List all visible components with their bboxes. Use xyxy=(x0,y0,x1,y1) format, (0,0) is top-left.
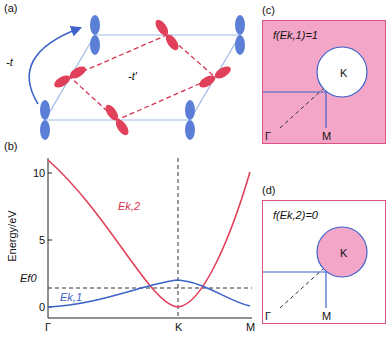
k-point-label: Γ xyxy=(45,321,51,333)
k-point-label: M xyxy=(322,130,331,142)
orbital xyxy=(103,103,131,138)
occupation-formula: f(Ek,2)=0 xyxy=(273,209,318,221)
zone-line xyxy=(262,271,326,272)
hopping-label: -t' xyxy=(128,70,137,82)
orbital-lobe xyxy=(235,15,245,35)
path-line xyxy=(280,269,323,308)
k-point-line xyxy=(178,158,179,318)
orbital-lobe xyxy=(68,64,88,81)
x-axis xyxy=(48,318,252,319)
dashed-sublattice xyxy=(70,35,215,120)
orbital-lobe xyxy=(163,32,181,52)
lattice-cell xyxy=(45,35,240,120)
orbital-lobe xyxy=(113,117,131,137)
fermi-level-label: Ef0 xyxy=(20,272,37,284)
orbital-lobe xyxy=(153,18,171,38)
orbital-lobe xyxy=(235,35,245,55)
k-point-label: Γ xyxy=(265,310,271,322)
orbital-lobe xyxy=(197,73,217,90)
orbital-lobe xyxy=(213,64,233,81)
band-curve xyxy=(48,280,250,307)
band-label: Ek,2 xyxy=(118,200,140,212)
brillouin-zone-panel: f(Ek,1)=1K xyxy=(262,20,386,144)
path-line xyxy=(280,89,323,128)
k-point-label: M xyxy=(246,321,255,333)
tick-label: 10 xyxy=(33,167,45,179)
orbital-lobe xyxy=(103,103,121,123)
k-point-label: K xyxy=(340,247,347,259)
orbital xyxy=(197,64,233,90)
panel-label: (c) xyxy=(262,4,275,16)
y-axis xyxy=(48,158,49,318)
axis-title: Energy/eV xyxy=(6,210,18,261)
k-point-label: Γ xyxy=(265,130,271,142)
orbital-lobe xyxy=(90,15,100,35)
panel-label: (a) xyxy=(4,2,17,14)
zone-line xyxy=(325,272,326,308)
orbital-lobe xyxy=(40,100,50,120)
panel-label: (b) xyxy=(4,140,17,152)
orbital xyxy=(52,64,88,90)
k-point-label: M xyxy=(322,310,331,322)
orbital xyxy=(153,18,181,53)
fermi-pocket xyxy=(317,227,367,277)
brillouin-zone-panel: f(Ek,2)=0K xyxy=(262,200,386,324)
tick-label: 0 xyxy=(39,301,45,313)
fermi-pocket xyxy=(317,47,367,97)
orbital-lobe xyxy=(185,100,195,120)
orbital-lobe xyxy=(40,120,50,140)
tick xyxy=(48,240,52,241)
k-point-label: K xyxy=(340,67,347,79)
hopping-arrow xyxy=(29,28,80,104)
blue-orbitals xyxy=(40,15,245,140)
band-label: Ek,1 xyxy=(60,291,82,303)
zone-line xyxy=(325,92,326,128)
red-orbitals xyxy=(52,18,233,138)
orbital-lobe xyxy=(185,120,195,140)
occupied-region xyxy=(262,20,386,144)
tick-label: 5 xyxy=(39,234,45,246)
zone-line xyxy=(262,91,326,92)
tick xyxy=(48,173,52,174)
orbital-lobe xyxy=(90,35,100,55)
fermi-line xyxy=(48,288,252,289)
occupation-formula: f(Ek,1)=1 xyxy=(273,29,318,41)
k-point-label: K xyxy=(175,321,182,333)
orbital-lobe xyxy=(52,73,72,90)
band-curve xyxy=(48,160,250,307)
hopping-label: -t xyxy=(6,56,13,68)
panel-label: (d) xyxy=(262,184,275,196)
